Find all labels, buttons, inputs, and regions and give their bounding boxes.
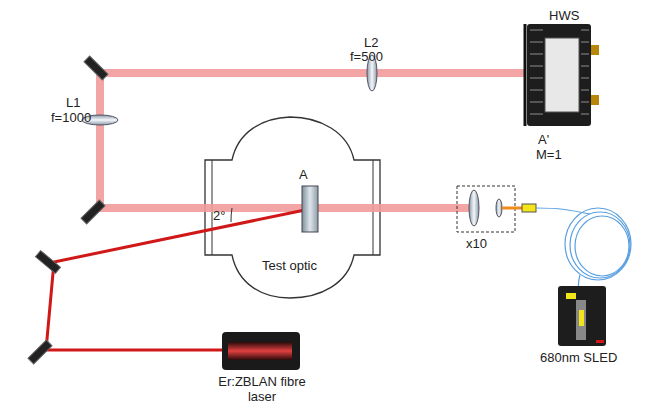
part-label: 2°: [213, 208, 225, 223]
part-label: M=1: [536, 147, 562, 162]
fin: [530, 77, 543, 79]
fin: [530, 89, 543, 91]
sled-source: [558, 286, 606, 346]
angle-arc: [231, 208, 232, 222]
part-label: A': [538, 132, 549, 147]
fin: [530, 65, 543, 67]
part-label: L2: [364, 35, 378, 50]
fin: [581, 65, 589, 67]
wavefront-sensor: [525, 24, 599, 126]
pump-beam: [46, 210, 305, 350]
fin: [581, 53, 589, 55]
part-label: f=500: [350, 49, 383, 64]
part-label: x10: [466, 236, 487, 251]
fin: [530, 41, 543, 43]
fibre-connector: [522, 204, 536, 212]
fin: [581, 113, 589, 115]
fin: [581, 89, 589, 91]
part-label: Test optic: [262, 258, 317, 273]
fin: [530, 101, 543, 103]
part-label: HWS: [549, 8, 579, 23]
fin: [530, 113, 543, 115]
fin: [581, 77, 589, 79]
fin: [581, 101, 589, 103]
part-label: f=1000: [51, 110, 91, 125]
fibre-output: [502, 207, 522, 210]
test-optic: [302, 186, 318, 232]
fin: [530, 29, 543, 31]
fin: [530, 53, 543, 55]
sensor-fins: [530, 30, 589, 114]
mirror: [28, 56, 108, 364]
objective-lens: [469, 190, 479, 226]
part-label: 680nm SLED: [540, 350, 617, 365]
fin: [581, 41, 589, 43]
objective-lens: [496, 199, 502, 217]
fin: [581, 29, 589, 31]
part-label: L1: [66, 95, 80, 110]
part-label: Er:ZBLAN fibre laser: [212, 374, 312, 404]
part-label: A: [299, 167, 308, 182]
fibre-laser: [222, 332, 300, 370]
optical-fibre: [536, 208, 631, 292]
